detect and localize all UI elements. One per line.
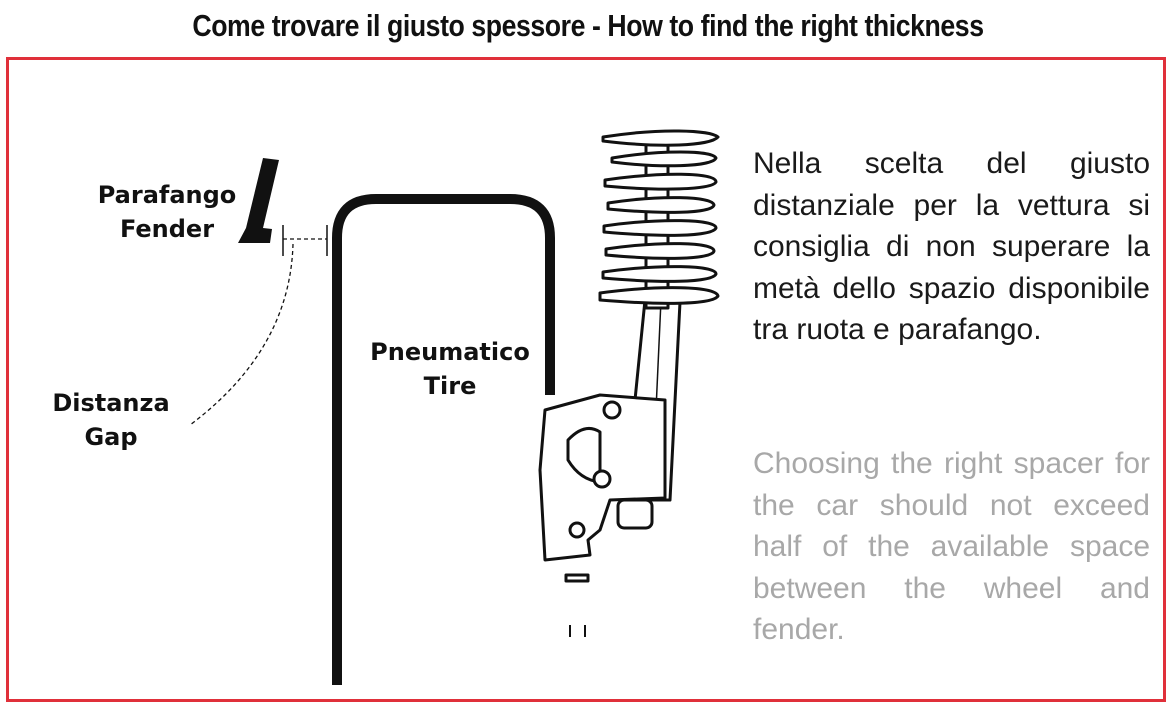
italian-description: Nella scelta del giusto distanziale per … (753, 147, 1150, 346)
tire-outline-icon (332, 194, 555, 685)
gap-label-it: Distanza (52, 389, 170, 417)
tire-label-it: Pneumatico (370, 338, 530, 366)
gap-measure-icon (189, 225, 328, 426)
diagram-frame (6, 57, 1166, 702)
fender-icon (238, 158, 279, 243)
tire-label-en: Tire (423, 372, 477, 400)
page-title: Come trovare il giusto spessore - How to… (192, 8, 984, 43)
gap-label: Distanza Gap (46, 386, 176, 454)
fender-label-it: Parafango (97, 181, 237, 209)
tire-label: Pneumatico Tire (352, 335, 548, 403)
gap-label-en: Gap (84, 423, 138, 451)
coilover-strut-icon (538, 129, 720, 637)
fender-label: Parafango Fender (82, 178, 252, 246)
fender-label-en: Fender (119, 215, 215, 243)
english-description: Choosing the right spacer for the car sh… (753, 447, 1150, 646)
